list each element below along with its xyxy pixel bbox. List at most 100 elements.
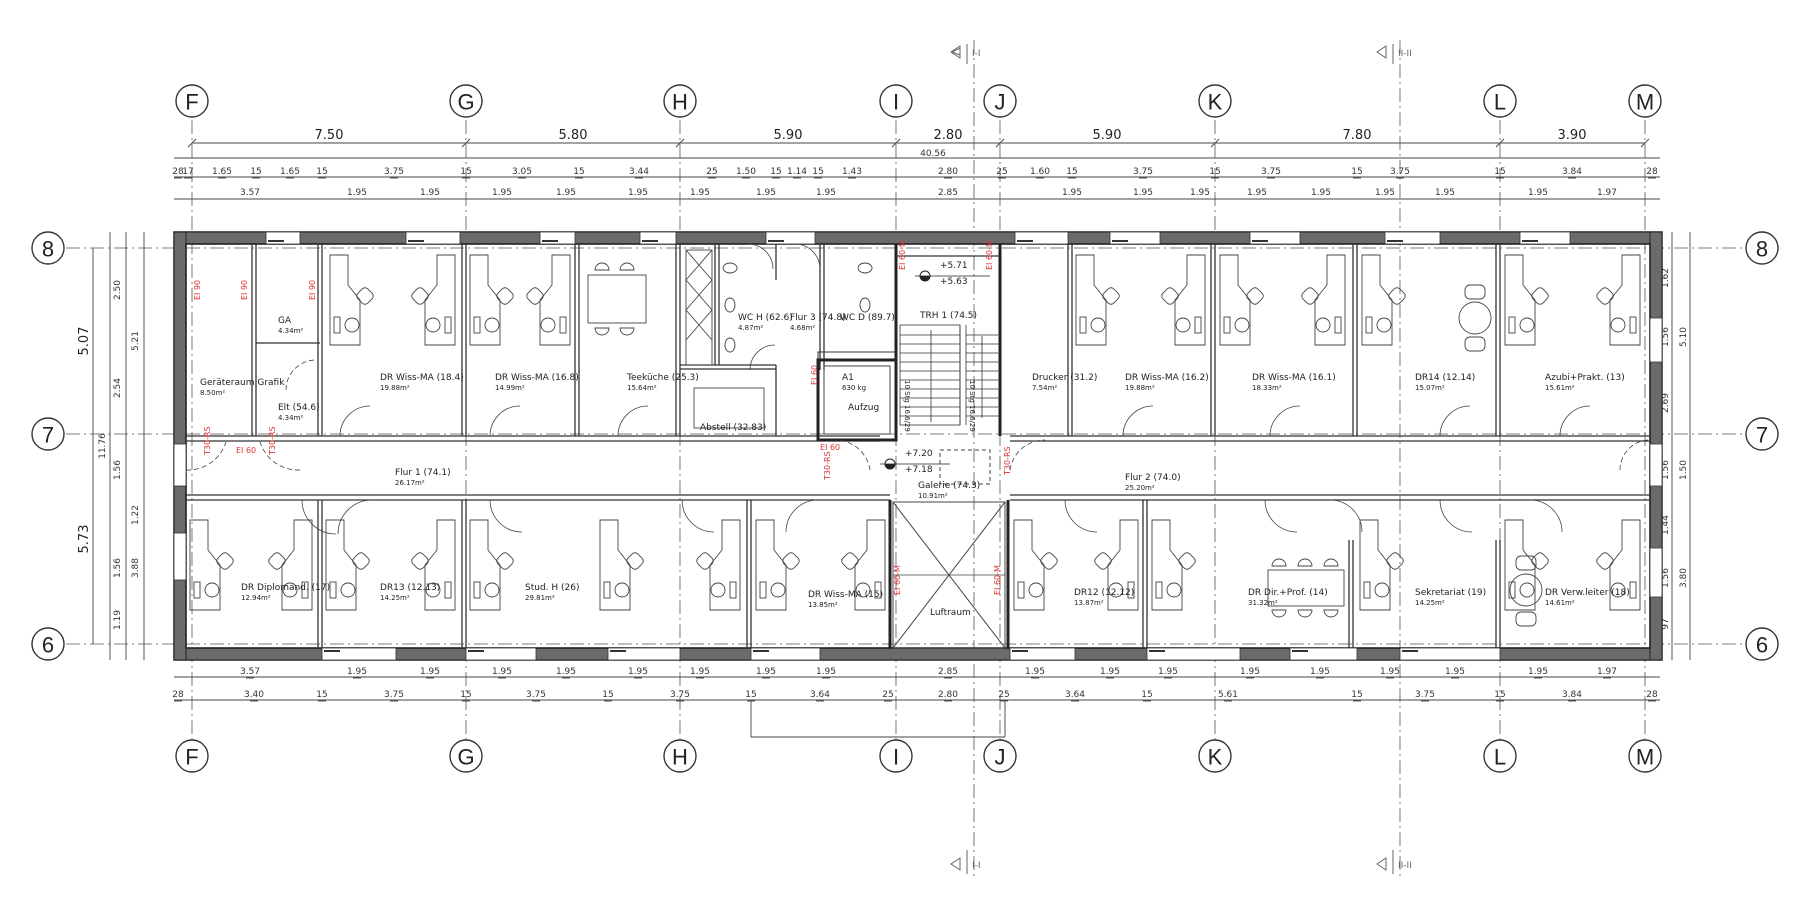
conference-table: [1267, 284, 1543, 627]
dimension-value: 25: [996, 167, 1007, 177]
dimension-value: 3.75: [670, 690, 690, 700]
dimension-value: 1.56: [113, 460, 123, 480]
room-name: Stud. H (26): [525, 583, 579, 593]
axis-label: K: [1208, 745, 1223, 770]
dimension-value: 97: [1661, 618, 1671, 629]
workstation: [1094, 519, 1139, 611]
axis-bubble-M: M: [1628, 739, 1662, 773]
level-value: +5.63: [940, 277, 968, 287]
dimension-value: 2.69: [1661, 393, 1671, 413]
axis-grid: [66, 120, 1745, 740]
room-area: 630 kg: [842, 384, 866, 392]
room-name: DR Dir.+Prof. (14): [1248, 588, 1328, 598]
dimension-value: 3.05: [512, 167, 532, 177]
axis-bubble-K: K: [1198, 739, 1232, 773]
dimension-value: 5.73: [77, 525, 92, 554]
dimension-value: 5.90: [1093, 128, 1122, 143]
dimension-value: 15: [460, 690, 471, 700]
axis-label: G: [457, 90, 474, 115]
dimension-value: 15: [1066, 167, 1077, 177]
axis-label: I: [893, 90, 899, 115]
room-label: Galerie (74.3)10.91m²: [918, 481, 980, 500]
workstation: [469, 519, 514, 611]
dimension-value: 1.95: [556, 667, 576, 677]
axis-label: M: [1636, 745, 1654, 770]
room-label: DR Wiss-MA (16.2)19.88m²: [1125, 373, 1209, 392]
dimension-value: 1.19: [113, 610, 123, 630]
room-name: DR Wiss-MA (16.1): [1252, 373, 1336, 383]
level-labels: +5.71+5.63+7.20+7.18: [905, 261, 968, 475]
room-name: GA: [278, 316, 292, 326]
axis-bubble-H: H: [663, 739, 697, 773]
axis-label: 6: [1756, 633, 1768, 658]
room-label: GA4.34m²: [278, 316, 303, 335]
dimension-value: 1.95: [1133, 188, 1153, 198]
stair-label: 10 Stg 16.6/29: [903, 380, 911, 432]
dimension-value: 1.43: [842, 167, 862, 177]
workstation: [325, 519, 370, 611]
fire-rating-label: EI 90: [240, 280, 249, 300]
level-markers: [880, 270, 991, 485]
dimension-value: 1.14: [787, 167, 807, 177]
room-name: A1: [842, 373, 854, 383]
axis-bubble-F: F: [175, 84, 209, 118]
room-name: DR Wiss-MA (16.8): [495, 373, 579, 383]
dimension-value: 15: [316, 167, 327, 177]
room-name: Elt (54.6): [278, 403, 320, 413]
room-name: Abstell (32.83): [700, 423, 766, 433]
workstation: [1596, 519, 1641, 611]
dimension-value: 7.80: [1343, 128, 1372, 143]
axis-label: L: [1494, 745, 1506, 770]
furniture: [189, 254, 1641, 611]
room-area: 19.88m²: [1125, 384, 1155, 392]
dimension-value: 28: [1646, 690, 1658, 700]
dimension-value: 1.95: [1445, 667, 1465, 677]
dimension-value: 15: [745, 690, 756, 700]
room-label: WC D (89.7): [840, 313, 895, 323]
workstation: [189, 519, 234, 611]
section-arrow-icon: I-I: [950, 850, 981, 874]
dimension-value: 1.95: [756, 667, 776, 677]
axis-label: I: [893, 745, 899, 770]
dimension-value: 15: [602, 690, 613, 700]
dimension-value: 3.75: [384, 690, 404, 700]
axis-label: F: [185, 90, 198, 115]
axis-bubble-8: 8: [31, 231, 65, 265]
dimension-value: 1.95: [1311, 188, 1331, 198]
stair-label: 10 Stg 16.6/29: [968, 380, 976, 432]
axis-label: 8: [42, 237, 54, 262]
room-name: DR Verw.leiter (18): [1545, 588, 1630, 598]
room-label: Flur 1 (74.1)26.17m²: [395, 468, 451, 487]
axis-label: F: [185, 745, 198, 770]
room-label: TRH 1 (74.5): [919, 311, 977, 321]
room-name: Sekretariat (19): [1415, 588, 1486, 598]
svg-text:II-II: II-II: [1398, 49, 1412, 59]
dimension-value: 5.21: [131, 331, 141, 351]
dimension-value: 15: [460, 167, 471, 177]
interior-walls: [186, 244, 1650, 649]
dimension-value: 1.95: [1380, 667, 1400, 677]
dimension-value: 1.56: [1661, 327, 1671, 347]
dimension-value: 2.85: [938, 188, 958, 198]
room-name: Flur 3 (74.8): [790, 313, 846, 323]
room-area: 4.68m²: [790, 324, 815, 332]
dimension-value: 3.80: [1679, 568, 1689, 588]
dimension-value: 2.80: [938, 167, 958, 177]
room-label: DR Wiss-MA (15)13.85m²: [808, 590, 883, 609]
dimension-value: 2.80: [938, 690, 958, 700]
fire-rating-label: T30-RS: [268, 426, 277, 456]
dimension-value: 1.95: [492, 188, 512, 198]
room-area: 14.25m²: [380, 594, 410, 602]
axis-bubble-6: 6: [31, 627, 65, 661]
dimension-value: 15: [316, 690, 327, 700]
axis-label: K: [1208, 90, 1223, 115]
fire-rating-label: EI 60: [820, 443, 840, 452]
room-area: 13.85m²: [808, 601, 838, 609]
dimension-value: 1.65: [280, 167, 300, 177]
